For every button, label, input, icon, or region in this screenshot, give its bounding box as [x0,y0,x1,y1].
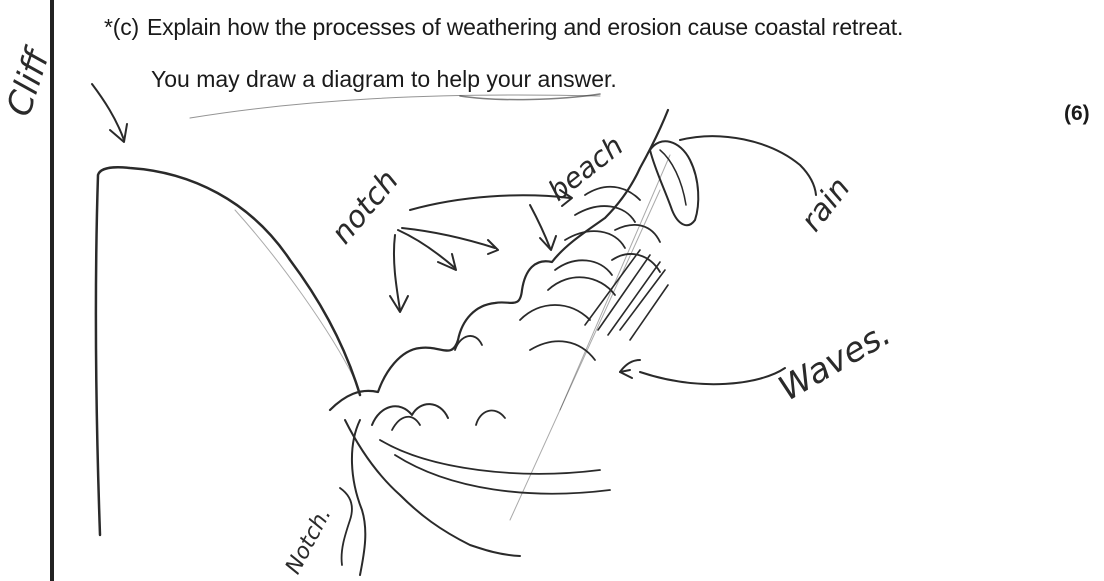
cliff-face [96,167,360,535]
rain-guide-line-2 [510,190,660,520]
rock-curl-2 [392,417,420,430]
rain-cloud-inner [660,150,686,205]
waves-pointer [640,368,785,384]
wave-swirl-3 [548,277,615,295]
wave-lines-lower [380,440,610,494]
wave-swirl-6 [575,206,635,222]
lower-headland [345,420,520,556]
rock-curl-3 [476,411,505,425]
wave-swirl-1 [520,305,590,320]
beach-arrow [530,205,550,248]
cliff-arrow [92,84,124,140]
hint-underline-scribble [190,95,600,118]
notch-arrow-1 [394,235,400,310]
wave-swirl-7 [585,187,640,200]
rain-pointer [680,136,816,195]
notch-bottom-pointer [340,488,352,565]
notch-arrow-3 [402,228,495,248]
wave-swirl-4 [555,260,612,275]
rain-cloud [650,141,698,225]
notch-to-beach-line [410,195,570,210]
rock-curl-1 [372,404,448,425]
